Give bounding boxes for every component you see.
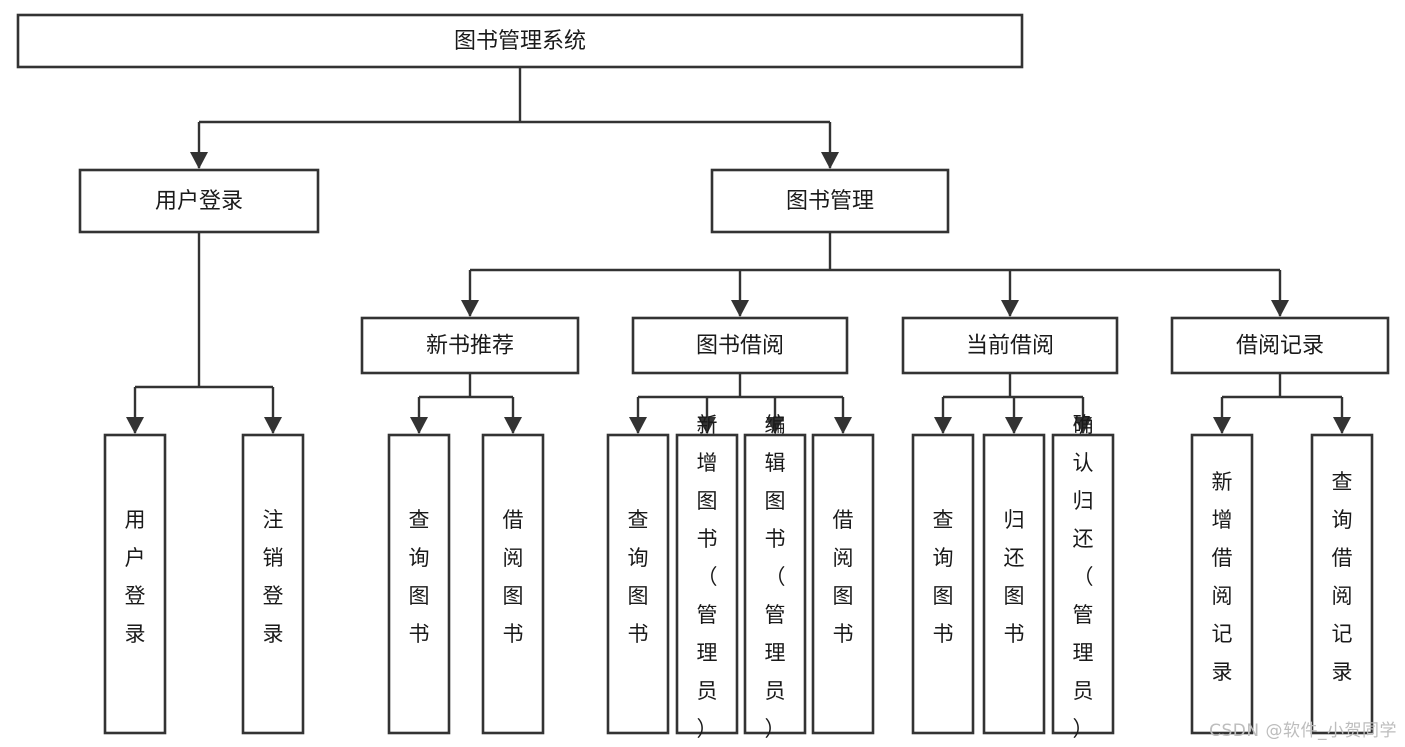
node-box-user-login	[78, 168, 320, 234]
node-box-op-confirm-return	[1051, 433, 1115, 735]
node-label-borrow-record: 借阅记录	[1236, 334, 1324, 359]
watermark-credit: CSDN @软件_小贺同学	[1209, 721, 1397, 741]
arrow-head	[190, 152, 208, 169]
node-book-borrow[interactable]: 图书借阅	[631, 316, 849, 375]
node-op-user-login[interactable]: 用户登录	[103, 433, 167, 735]
node-label-op-add-book: 新增图书（管理员）	[697, 413, 718, 741]
arrow-head	[504, 417, 522, 434]
node-op-query-record[interactable]: 查询借阅记录	[1310, 433, 1374, 735]
arrow-head	[834, 417, 852, 434]
node-label-op-user-login: 用户登录	[125, 508, 146, 646]
node-op-borrow-book-2[interactable]: 借阅图书	[811, 433, 875, 735]
node-box-op-borrow-book-1	[481, 433, 545, 735]
node-op-query-book-3[interactable]: 查询图书	[911, 433, 975, 735]
node-label-op-edit-book: 编辑图书（管理员）	[765, 413, 786, 741]
node-root[interactable]: 图书管理系统	[16, 13, 1024, 69]
node-op-borrow-book-1[interactable]: 借阅图书	[481, 433, 545, 735]
node-label-current-borrow: 当前借阅	[966, 334, 1054, 359]
node-label-book-mgmt: 图书管理	[786, 189, 874, 214]
node-label-book-borrow: 图书借阅	[696, 334, 784, 359]
node-box-op-query-record	[1310, 433, 1374, 735]
node-label-op-query-book-3: 查询图书	[933, 508, 954, 646]
node-box-op-query-book-3	[911, 433, 975, 735]
node-label-root: 图书管理系统	[454, 29, 586, 54]
arrow-head	[1001, 300, 1019, 317]
node-op-add-record[interactable]: 新增借阅记录	[1190, 433, 1254, 735]
node-box-op-edit-book	[743, 433, 807, 735]
node-box-op-user-login	[103, 433, 167, 735]
arrow-head	[461, 300, 479, 317]
node-box-op-add-record	[1190, 433, 1254, 735]
node-op-return-book[interactable]: 归还图书	[982, 433, 1046, 735]
node-label-user-login: 用户登录	[155, 189, 243, 214]
arrow-head	[1213, 417, 1231, 434]
node-borrow-record[interactable]: 借阅记录	[1170, 316, 1390, 375]
node-box-op-user-logout	[241, 433, 305, 735]
arrow-head	[1271, 300, 1289, 317]
node-op-query-book-1[interactable]: 查询图书	[387, 433, 451, 735]
node-label-op-query-book-1: 查询图书	[409, 508, 430, 646]
node-op-add-book[interactable]: 新增图书（管理员）	[675, 413, 739, 741]
node-label-op-confirm-return: 确认归还（管理员）	[1073, 413, 1094, 741]
arrow-head	[1074, 417, 1092, 434]
node-box-op-borrow-book-2	[811, 433, 875, 735]
node-box-op-add-book	[675, 433, 739, 735]
nodes-layer: 图书管理系统用户登录图书管理新书推荐图书借阅当前借阅借阅记录用户登录注销登录查询…	[16, 13, 1390, 741]
node-box-book-mgmt	[710, 168, 950, 234]
node-label-new-book-rec: 新书推荐	[426, 334, 514, 359]
node-label-op-add-record: 新增借阅记录	[1212, 470, 1233, 684]
node-label-op-user-logout: 注销登录	[263, 508, 284, 646]
arrow-head	[821, 152, 839, 169]
arrow-head	[731, 300, 749, 317]
node-op-edit-book[interactable]: 编辑图书（管理员）	[743, 413, 807, 741]
node-label-op-query-book-2: 查询图书	[628, 508, 649, 646]
node-label-op-query-record: 查询借阅记录	[1332, 470, 1353, 684]
node-box-op-query-book-1	[387, 433, 451, 735]
arrow-head	[1005, 417, 1023, 434]
node-label-op-borrow-book-2: 借阅图书	[833, 508, 854, 646]
node-new-book-rec[interactable]: 新书推荐	[360, 316, 580, 375]
node-box-op-return-book	[982, 433, 1046, 735]
node-box-op-query-book-2	[606, 433, 670, 735]
arrow-head	[126, 417, 144, 434]
node-op-user-logout[interactable]: 注销登录	[241, 433, 305, 735]
arrow-head	[264, 417, 282, 434]
node-op-query-book-2[interactable]: 查询图书	[606, 433, 670, 735]
arrow-head	[698, 417, 716, 434]
node-op-confirm-return[interactable]: 确认归还（管理员）	[1051, 413, 1115, 741]
node-box-book-borrow	[631, 316, 849, 375]
node-current-borrow[interactable]: 当前借阅	[901, 316, 1119, 375]
node-label-op-borrow-book-1: 借阅图书	[503, 508, 524, 646]
node-label-op-return-book: 归还图书	[1004, 508, 1025, 646]
arrow-head	[766, 417, 784, 434]
arrow-head	[629, 417, 647, 434]
node-box-current-borrow	[901, 316, 1119, 375]
node-box-new-book-rec	[360, 316, 580, 375]
arrow-head	[934, 417, 952, 434]
node-box-borrow-record	[1170, 316, 1390, 375]
edges-layer	[126, 67, 1351, 434]
arrow-head	[1333, 417, 1351, 434]
node-user-login[interactable]: 用户登录	[78, 168, 320, 234]
node-book-mgmt[interactable]: 图书管理	[710, 168, 950, 234]
arrow-head	[410, 417, 428, 434]
node-box-root	[16, 13, 1024, 69]
